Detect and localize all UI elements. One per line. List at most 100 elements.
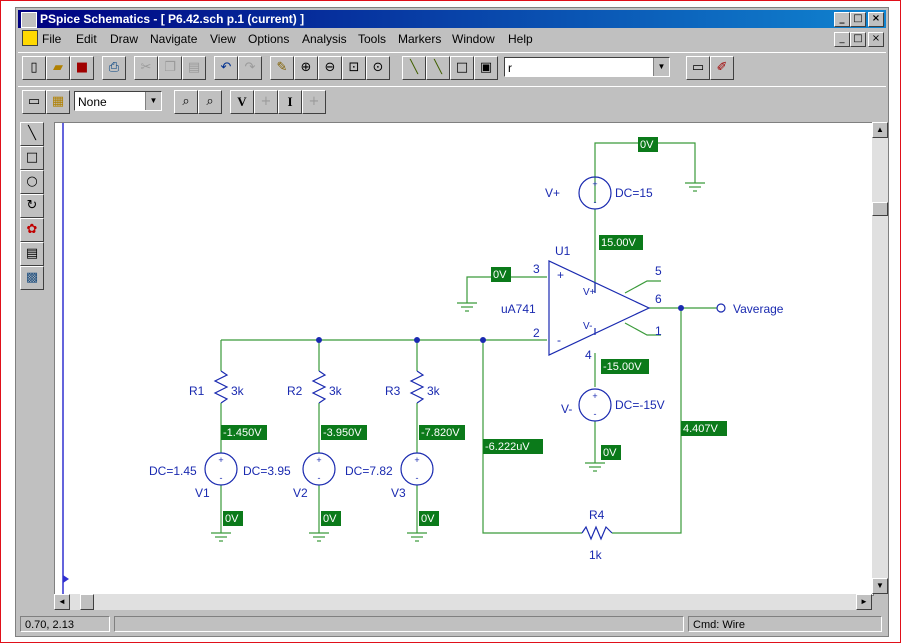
scroll-right-icon[interactable]: ► bbox=[856, 594, 872, 610]
new-icon[interactable]: ▯ bbox=[22, 56, 46, 80]
voltage-marker: 0V bbox=[640, 139, 654, 151]
horizontal-scroll-thumb[interactable] bbox=[80, 594, 94, 610]
minimize-button[interactable]: _ bbox=[834, 12, 850, 27]
find-next-icon[interactable]: ⌕ bbox=[198, 90, 222, 114]
document-icon[interactable] bbox=[22, 30, 38, 46]
text-box-icon[interactable]: ▤ bbox=[20, 242, 44, 266]
svg-text:-: - bbox=[416, 473, 419, 483]
menu-analysis[interactable]: Analysis bbox=[302, 32, 347, 46]
scroll-up-icon[interactable]: ▲ bbox=[872, 122, 888, 138]
menu-tools[interactable]: Tools bbox=[358, 32, 387, 46]
draw-circle-icon[interactable]: ○ bbox=[20, 170, 44, 194]
left-toolbar: ╲ □ ○ ↻ ✿ ▤ ▩ bbox=[20, 122, 46, 302]
voltage-marker: -1.450V bbox=[223, 427, 262, 439]
maximize-button[interactable]: □ bbox=[850, 12, 866, 27]
part-combo-value: r bbox=[508, 61, 512, 75]
resistor-name: R2 bbox=[287, 384, 303, 398]
get-part-icon[interactable]: ▣ bbox=[474, 56, 498, 80]
current-display-button[interactable]: I bbox=[278, 90, 302, 114]
draw-rectangle-icon[interactable]: □ bbox=[20, 146, 44, 170]
svg-text:+: + bbox=[592, 179, 597, 189]
status-coordinates: 0.70, 2.13 bbox=[20, 616, 110, 632]
window-title: PSpice Schematics - [ P6.42.sch p.1 (cur… bbox=[40, 12, 305, 26]
print-icon[interactable]: ⎙ bbox=[102, 56, 126, 80]
horizontal-scrollbar[interactable]: ◄ ► bbox=[54, 594, 872, 610]
svg-text:-: - bbox=[220, 473, 223, 483]
resistor-value: 3k bbox=[231, 384, 245, 398]
doc-minimize-button[interactable]: _ bbox=[834, 32, 850, 47]
picture-icon[interactable]: ▩ bbox=[20, 266, 44, 290]
doc-restore-button[interactable]: □ bbox=[850, 32, 866, 47]
app-icon bbox=[21, 12, 37, 28]
menu-edit[interactable]: Edit bbox=[76, 32, 97, 46]
menu-help[interactable]: Help bbox=[508, 32, 533, 46]
open-icon[interactable]: ▰ bbox=[46, 56, 70, 80]
voltage-marker: -7.820V bbox=[421, 427, 460, 439]
zoom-area-icon[interactable]: ⊡ bbox=[342, 56, 366, 80]
menu-bar: File Edit Draw Navigate View Options Ana… bbox=[18, 29, 886, 48]
scroll-down-icon[interactable]: ▼ bbox=[872, 578, 888, 594]
edit-attributes-icon[interactable]: ▭ bbox=[686, 56, 710, 80]
voltage-marker-icon[interactable]: + bbox=[254, 90, 278, 114]
source-dc: DC=1.45 bbox=[149, 464, 197, 478]
redo-icon[interactable]: ↷ bbox=[238, 56, 262, 80]
chevron-down-icon[interactable]: ▼ bbox=[653, 58, 669, 76]
svg-text:+: + bbox=[592, 391, 597, 401]
chevron-down-icon[interactable]: ▼ bbox=[145, 92, 161, 110]
edit-symbol-icon[interactable]: ✐ bbox=[710, 56, 734, 80]
zoom-out-icon[interactable]: ⊖ bbox=[318, 56, 342, 80]
draw-block-icon[interactable]: □ bbox=[450, 56, 474, 80]
menu-file[interactable]: File bbox=[42, 32, 62, 46]
zoom-in-icon[interactable]: ⊕ bbox=[294, 56, 318, 80]
part-combo[interactable]: r ▼ bbox=[504, 57, 670, 77]
redraw-icon[interactable]: ✎ bbox=[270, 56, 294, 80]
voltage-display-button[interactable]: V bbox=[230, 90, 254, 114]
menu-markers[interactable]: Markers bbox=[398, 32, 442, 46]
find-icon[interactable]: ⌕ bbox=[174, 90, 198, 114]
draw-wire-icon[interactable]: ╲ bbox=[402, 56, 426, 80]
style-combo[interactable]: None ▼ bbox=[74, 91, 162, 111]
close-button[interactable]: × bbox=[868, 12, 884, 27]
svg-text:+: + bbox=[557, 268, 564, 282]
vertical-scrollbar[interactable]: ▲ ▼ bbox=[872, 122, 888, 594]
source-dc: DC=3.95 bbox=[243, 464, 291, 478]
menu-draw[interactable]: Draw bbox=[110, 32, 139, 46]
menu-options[interactable]: Options bbox=[248, 32, 290, 46]
voltage-marker: 0V bbox=[323, 513, 337, 525]
current-marker-icon[interactable]: + bbox=[302, 90, 326, 114]
svg-text:-: - bbox=[318, 473, 321, 483]
vertical-scroll-thumb[interactable] bbox=[872, 202, 888, 216]
draw-line-icon[interactable]: ╲ bbox=[20, 122, 44, 146]
window-icon[interactable]: ▭ bbox=[22, 90, 46, 114]
scroll-left-icon[interactable]: ◄ bbox=[54, 594, 70, 610]
new-sheet-icon[interactable]: ▦ bbox=[46, 90, 70, 114]
paste-icon[interactable]: ▤ bbox=[182, 56, 206, 80]
save-icon[interactable]: ■ bbox=[70, 56, 94, 80]
undo-icon[interactable]: ↶ bbox=[214, 56, 238, 80]
voltage-marker: -6.222uV bbox=[485, 441, 530, 453]
schematic-drawing: + - +- +- +- +- +- bbox=[62, 123, 784, 595]
pin-label: 5 bbox=[655, 264, 662, 278]
doc-close-button[interactable]: × bbox=[868, 32, 884, 47]
zoom-fit-icon[interactable]: ⊙ bbox=[366, 56, 390, 80]
draw-arc-icon[interactable]: ↻ bbox=[20, 194, 44, 218]
style-combo-value: None bbox=[78, 95, 107, 109]
pin-label: 3 bbox=[533, 262, 540, 276]
menu-window[interactable]: Window bbox=[452, 32, 495, 46]
draw-bus-icon[interactable]: ╲ bbox=[426, 56, 450, 80]
voltage-marker: 0V bbox=[493, 269, 507, 281]
svg-text:+: + bbox=[316, 455, 321, 465]
menu-navigate[interactable]: Navigate bbox=[150, 32, 198, 46]
resistor-name: R4 bbox=[589, 508, 605, 522]
opamp-vminus-label: V- bbox=[583, 321, 592, 332]
cut-icon[interactable]: ✂ bbox=[134, 56, 158, 80]
source-name: V+ bbox=[545, 186, 560, 200]
menu-view[interactable]: View bbox=[210, 32, 236, 46]
title-bar[interactable]: PSpice Schematics - [ P6.42.sch p.1 (cur… bbox=[18, 10, 886, 28]
color-icon[interactable]: ✿ bbox=[20, 218, 44, 242]
svg-text:-: - bbox=[557, 333, 561, 347]
schematic-canvas[interactable]: + - +- +- +- +- +- bbox=[54, 122, 874, 596]
pin-label: 1 bbox=[655, 324, 662, 338]
copy-icon[interactable]: ❐ bbox=[158, 56, 182, 80]
